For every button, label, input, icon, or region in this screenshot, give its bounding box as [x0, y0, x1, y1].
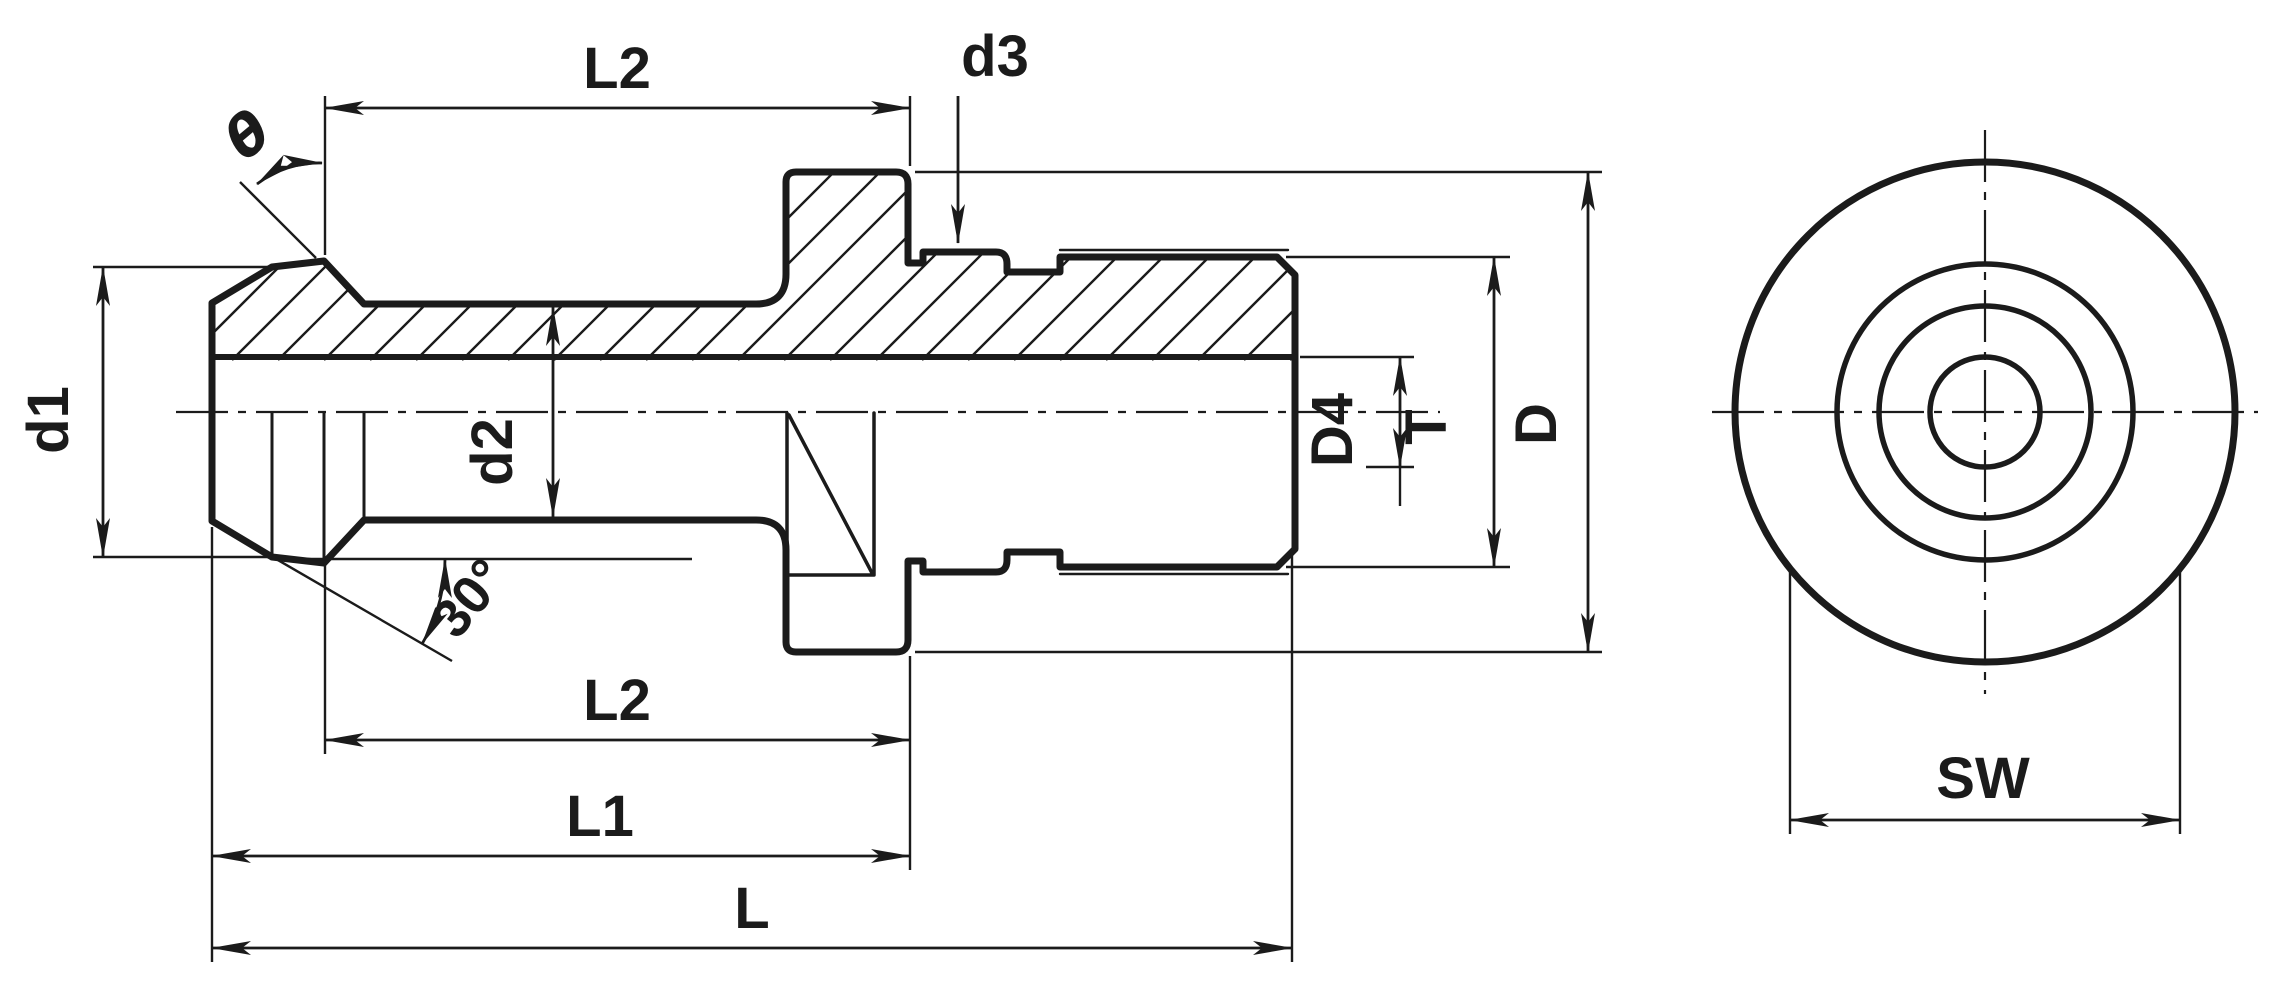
angle30-arc	[420, 558, 452, 645]
theta-cone-extension	[239, 181, 317, 259]
end-view	[1731, 158, 2239, 666]
flange-circle	[1731, 158, 2239, 666]
neck-circle	[1876, 303, 2094, 521]
flange-thread-symbol	[785, 411, 876, 577]
label-theta: θ	[212, 99, 283, 174]
label-d2: d2	[460, 418, 525, 486]
bore-circle	[1927, 354, 2043, 470]
extension-lines	[93, 96, 2182, 962]
side-view-outline	[208, 168, 1299, 656]
theta-angle-arc	[256, 154, 323, 186]
label-l2-top: L2	[583, 36, 651, 101]
label-d: D	[1504, 403, 1569, 445]
label-l2-bottom: L2	[583, 668, 651, 733]
side-view	[208, 168, 1299, 656]
label-d1: d1	[16, 386, 81, 454]
centerlines	[176, 130, 2258, 694]
angle30-cone-extension	[213, 521, 453, 663]
label-t: T	[1394, 409, 1459, 444]
dimension-lines	[96, 96, 2181, 955]
label-l: L	[734, 876, 769, 941]
label-d3: d3	[961, 24, 1029, 89]
label-sw: SW	[1936, 746, 2030, 811]
label-angle-30: 30°	[420, 548, 518, 649]
section-hatching	[212, 172, 1295, 361]
label-d4: D4	[1300, 393, 1365, 467]
label-l1: L1	[566, 784, 634, 849]
labels: θ L2 d3 d1 d2 30° D4 T D L2 L1 L SW	[16, 24, 2030, 941]
head-circle	[1834, 261, 2136, 563]
